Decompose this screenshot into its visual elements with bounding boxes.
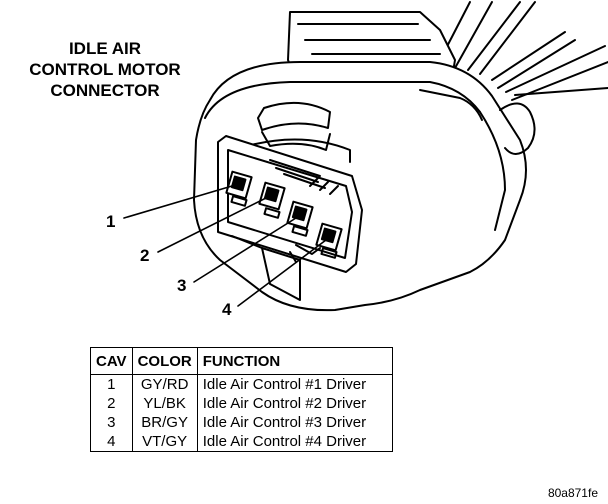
title-line: CONNECTOR <box>50 81 160 100</box>
table-row: 4 VT/GY Idle Air Control #4 Driver <box>90 432 394 452</box>
callout-cavity-2: 2 <box>140 246 150 265</box>
table-row: 3 BR/GY Idle Air Control #3 Driver <box>90 413 394 432</box>
terminal-cavities <box>225 170 343 259</box>
title-line: CONTROL MOTOR <box>29 60 181 79</box>
table-header-row: CAV COLOR FUNCTION <box>90 347 394 375</box>
connector-illustration <box>123 1 608 312</box>
connector-housing <box>193 11 536 312</box>
cav-cell: 1 <box>90 374 133 394</box>
table-row: 2 YL/BK Idle Air Control #2 Driver <box>90 394 394 413</box>
diagram-title: IDLE AIR CONTROL MOTOR CONNECTOR <box>0 38 210 101</box>
column-header-function: FUNCTION <box>196 347 394 375</box>
function-cell: Idle Air Control #1 Driver <box>196 374 394 394</box>
function-cell: Idle Air Control #2 Driver <box>196 394 394 413</box>
callout-cavity-4: 4 <box>222 300 232 319</box>
figure-code: 80a871fe <box>547 486 598 500</box>
color-cell: GY/RD <box>131 374 198 394</box>
pinout-table: CAV COLOR FUNCTION 1 GY/RD Idle Air Cont… <box>90 347 394 452</box>
color-cell: BR/GY <box>131 413 198 432</box>
color-cell: YL/BK <box>131 394 198 413</box>
cav-cell: 2 <box>90 394 133 413</box>
column-header-color: COLOR <box>131 347 198 375</box>
callout-cavity-1: 1 <box>106 212 116 231</box>
cav-cell: 4 <box>90 432 133 452</box>
function-cell: Idle Air Control #4 Driver <box>196 432 394 452</box>
leader-lines <box>123 185 327 307</box>
callout-cavity-3: 3 <box>177 276 187 295</box>
cav-cell: 3 <box>90 413 133 432</box>
function-cell: Idle Air Control #3 Driver <box>196 413 394 432</box>
table-row: 1 GY/RD Idle Air Control #1 Driver <box>90 374 394 394</box>
color-cell: VT/GY <box>131 432 198 452</box>
column-header-cav: CAV <box>90 347 133 375</box>
title-line: IDLE AIR <box>68 39 142 58</box>
